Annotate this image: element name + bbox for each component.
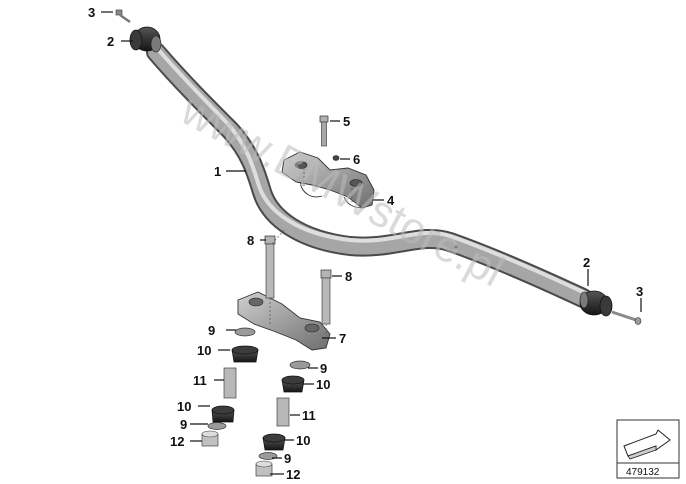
callout-2-left: 2 <box>107 34 114 49</box>
reference-box: 479132 <box>616 419 680 479</box>
callout-9-upper-left: 9 <box>208 323 215 338</box>
callout-10-lower-right: 10 <box>296 433 310 448</box>
callout-12-left: 12 <box>170 434 184 449</box>
clamp-screw-6 <box>332 155 340 161</box>
callout-12-right: 12 <box>286 467 300 482</box>
callout-8-right: 8 <box>345 269 352 284</box>
callout-labels: 3 2 1 5 6 4 7 8 8 9 10 11 10 9 12 9 10 1… <box>88 5 643 482</box>
pictogram-arrow-icon <box>623 429 671 460</box>
callout-10-upper-right: 10 <box>316 377 330 392</box>
callout-10-upper-left: 10 <box>197 343 211 358</box>
callout-5: 5 <box>343 114 350 129</box>
callout-9-upper-right: 9 <box>320 361 327 376</box>
reference-number: 479132 <box>626 467 660 478</box>
callout-6: 6 <box>353 152 360 167</box>
callout-4: 4 <box>387 193 395 208</box>
leader-lines <box>101 11 642 475</box>
clamp-bolt-8-left <box>264 235 276 299</box>
left-bar-end-weight <box>129 26 162 53</box>
watermark: www.BMWstore.pl <box>172 85 511 296</box>
callout-3-left: 3 <box>88 5 95 20</box>
callout-7: 7 <box>339 331 346 346</box>
callout-10-lower-left: 10 <box>177 399 191 414</box>
callout-11-right: 11 <box>302 408 316 423</box>
right-bar-end-screw <box>611 310 642 325</box>
callout-1: 1 <box>214 164 221 179</box>
clamp-bolt-8-right <box>320 269 332 325</box>
upper-clamp <box>281 151 375 209</box>
left-mount-stack <box>201 327 259 447</box>
callout-3-right: 3 <box>636 284 643 299</box>
clamp-bolt-5 <box>319 115 329 147</box>
callout-9-lower-left: 9 <box>180 417 187 432</box>
left-bar-end-screw <box>115 9 131 23</box>
callout-2-right: 2 <box>583 255 590 270</box>
callout-9-lower-right: 9 <box>284 451 291 466</box>
handlebar <box>146 42 593 308</box>
callout-11-left: 11 <box>193 373 207 388</box>
callout-8-left: 8 <box>247 233 254 248</box>
lower-clamp <box>237 291 331 351</box>
right-bar-end-weight <box>579 290 613 317</box>
